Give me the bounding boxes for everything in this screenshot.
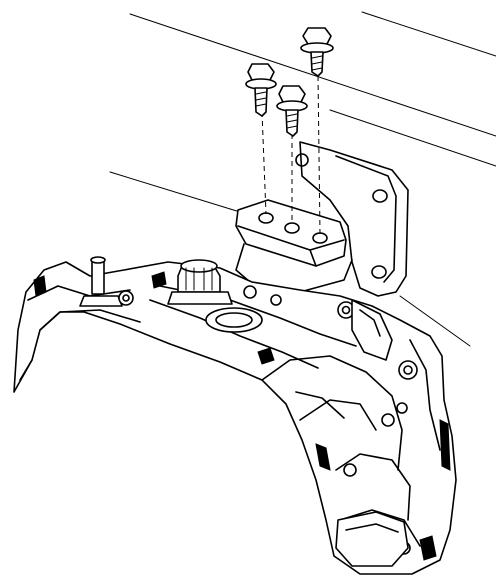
- sensor-cap: [167, 259, 233, 305]
- bolt-alignment-lines: [261, 75, 321, 235]
- bracket-hole-2: [284, 222, 300, 234]
- bolt-1: [245, 63, 277, 117]
- port-opening: [205, 307, 263, 333]
- vehicle-body-lines: [109, 11, 496, 347]
- stud-post: [91, 261, 105, 295]
- housing-details: [33, 256, 451, 567]
- bolt-bracket: [235, 199, 353, 293]
- bolt-2: [276, 85, 308, 137]
- bolt-3: [300, 27, 334, 77]
- mounting-flange: [295, 141, 409, 297]
